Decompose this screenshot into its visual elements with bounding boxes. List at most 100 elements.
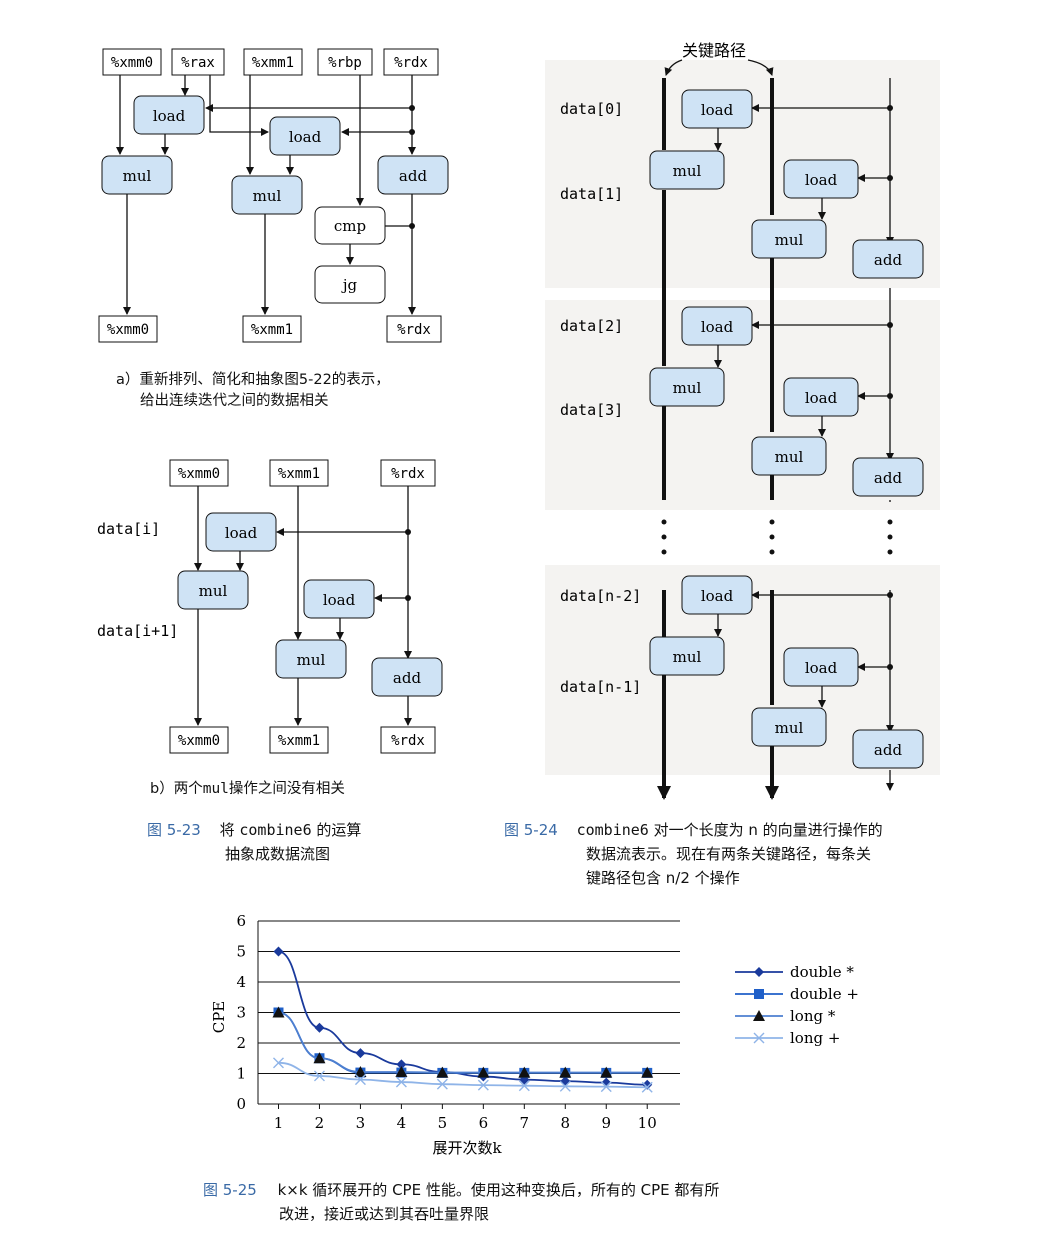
data-point [354, 1074, 366, 1086]
figure-5-23b-diagram: %xmm0 %xmm1 %rdx data[i] data[i+1] load … [97, 459, 443, 754]
critical-path-label: 关键路径 [682, 41, 746, 60]
reg-box [102, 48, 162, 76]
op-box [852, 457, 924, 497]
reg-label: %rdx [391, 466, 425, 482]
op-label: mul [775, 719, 804, 737]
data-point [518, 1066, 531, 1078]
data-point [396, 1059, 407, 1070]
reg-box [383, 48, 439, 76]
reg-box [169, 726, 229, 754]
op-label: load [805, 171, 838, 189]
op-label: load [289, 128, 322, 146]
op-box [751, 707, 827, 747]
data-point [754, 989, 764, 999]
row-label: data[3] [560, 401, 623, 419]
op-box [314, 265, 386, 304]
op-label: jg [341, 276, 358, 294]
y-tick-label: 5 [236, 943, 246, 961]
x-tick-label: 3 [356, 1114, 366, 1132]
caption-code: combine6 [576, 821, 649, 839]
caption-line: 改进，接近或达到其吞吐量界限 [279, 1205, 490, 1223]
op-box [649, 636, 725, 676]
op-box [303, 579, 375, 619]
x-tick-label: 1 [274, 1114, 284, 1132]
data-point [313, 1052, 326, 1064]
y-tick-label: 4 [236, 973, 246, 991]
reg-box [269, 726, 329, 754]
data-point [354, 1065, 367, 1077]
x-axis-label: 展开次数k [432, 1139, 502, 1157]
reg-label: %xmm0 [107, 322, 149, 338]
data-point [395, 1065, 408, 1077]
reg-label: %xmm0 [178, 733, 220, 749]
op-label: mul [199, 582, 228, 600]
caption-text: b）两个 [150, 781, 203, 797]
figure-5-23b-caption: b）两个mul操作之间没有相关 [150, 779, 345, 800]
op-box [751, 219, 827, 259]
op-box [231, 175, 303, 215]
caption-line: 给出连续迭代之间的数据相关 [140, 393, 329, 409]
data-point [314, 1022, 325, 1033]
op-box [649, 150, 725, 190]
op-box [177, 570, 249, 610]
y-tick-label: 0 [236, 1095, 246, 1113]
reg-label: %rax [181, 55, 215, 71]
data-point [272, 1057, 284, 1069]
data-point [559, 1066, 572, 1078]
data-point [600, 1081, 612, 1093]
reg-label: %rdx [391, 733, 425, 749]
op-label: mul [297, 651, 326, 669]
row-label: data[1] [560, 185, 623, 203]
op-label: load [805, 389, 838, 407]
x-tick-label: 6 [479, 1114, 489, 1132]
row-label: data[2] [560, 317, 623, 335]
op-box [133, 95, 205, 135]
figure-number: 图 5-25 [203, 1181, 257, 1199]
y-tick-label: 2 [236, 1034, 246, 1052]
data-point [754, 967, 764, 977]
op-box [852, 239, 924, 279]
data-point [600, 1066, 613, 1078]
legend-label: double * [790, 963, 854, 981]
row-label: data[n-1] [560, 678, 641, 696]
op-box [275, 639, 347, 679]
data-point [477, 1079, 489, 1091]
op-label: load [701, 587, 734, 605]
reg-box [386, 315, 442, 343]
figure-number: 图 5-24 [504, 821, 558, 839]
data-point [272, 1006, 285, 1018]
x-tick-label: 5 [438, 1114, 448, 1132]
data-point [641, 1066, 654, 1078]
op-label: cmp [334, 217, 366, 235]
caption-text: 将 [219, 821, 240, 839]
y-tick-label: 6 [236, 912, 246, 930]
reg-label: %xmm1 [252, 55, 294, 71]
figure-5-24-caption: 图 5-24 combine6 对一个长度为 n 的向量进行操作的 数据流表示。… [504, 818, 1004, 890]
chart-grid [258, 920, 680, 1105]
x-tick-label: 8 [561, 1114, 571, 1132]
op-label: add [874, 741, 903, 759]
op-label: mul [123, 167, 152, 185]
reg-box [380, 459, 436, 487]
op-box [371, 657, 443, 697]
op-box [314, 206, 386, 245]
op-label: load [805, 659, 838, 677]
op-label: mul [673, 162, 702, 180]
caption-text: k×k 循环展开的 CPE 性能。使用这种变换后，所有的 CPE 都有所 [277, 1181, 720, 1199]
legend-label: long + [790, 1029, 840, 1047]
chart-series [272, 946, 654, 1093]
op-box [681, 306, 753, 346]
x-tick-label: 7 [520, 1114, 530, 1132]
caption-code: combine6 [239, 821, 312, 839]
op-label: mul [775, 448, 804, 466]
caption-line: 抽象成数据流图 [225, 845, 331, 863]
op-label: mul [673, 379, 702, 397]
reg-box [243, 48, 303, 76]
op-label: load [153, 107, 186, 125]
y-tick-label: 1 [236, 1065, 246, 1083]
figure-5-23-caption: 图 5-23 将 combine6 的运算 抽象成数据流图 [147, 818, 361, 866]
figure-5-23a-caption: a）重新排列、简化和抽象图5-22的表示， 给出连续迭代之间的数据相关 [116, 370, 390, 412]
op-box [269, 116, 341, 156]
caption-text: 操作之间没有相关 [228, 781, 345, 797]
